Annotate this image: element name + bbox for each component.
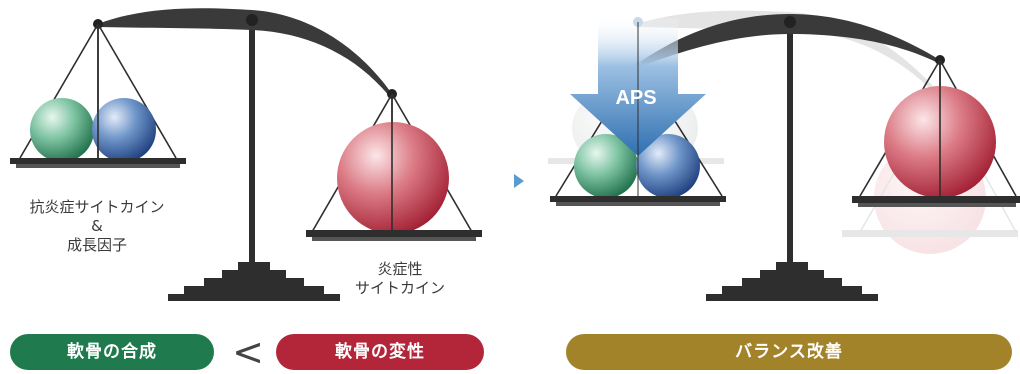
aps-arrow-icon xyxy=(570,17,706,200)
left-scale xyxy=(10,8,482,301)
right-scale xyxy=(548,10,1020,301)
left-pan-label-line2: & xyxy=(91,217,103,235)
scale-pillar xyxy=(249,14,255,264)
less-than-symbol: < xyxy=(232,330,264,374)
left-pan xyxy=(550,196,726,202)
transition-arrow-icon xyxy=(514,174,524,188)
aps-label: APS xyxy=(615,87,657,109)
cartilage-degeneration-pill: 軟骨の変性 xyxy=(276,334,484,370)
left-pan-label-line1: 抗炎症サイトカイン xyxy=(29,198,165,216)
left-pan xyxy=(10,158,186,164)
balance-improvement-pill: バランス改善 xyxy=(566,334,1012,370)
blue-ball xyxy=(636,134,700,198)
right-pan xyxy=(852,196,1020,203)
blue-ball xyxy=(92,98,156,162)
red-ball xyxy=(337,122,449,234)
left-pan-label-line3: 成長因子 xyxy=(66,236,127,254)
right-pan-label-line1: 炎症性 xyxy=(377,260,423,278)
scale-pillar xyxy=(787,14,793,264)
cartilage-synthesis-pill: 軟骨の合成 xyxy=(10,334,214,370)
green-ball xyxy=(574,134,638,198)
scale-beam xyxy=(98,8,392,96)
scale-base xyxy=(168,262,340,301)
left-pan-label: 抗炎症サイトカイン & 成長因子 xyxy=(12,198,182,255)
right-pan-label: 炎症性 サイトカイン xyxy=(330,260,470,298)
green-ball xyxy=(30,98,94,162)
scale-beam xyxy=(640,14,940,66)
right-pan xyxy=(306,230,482,237)
scale-base xyxy=(706,262,878,301)
right-pan-label-line2: サイトカイン xyxy=(354,279,445,297)
